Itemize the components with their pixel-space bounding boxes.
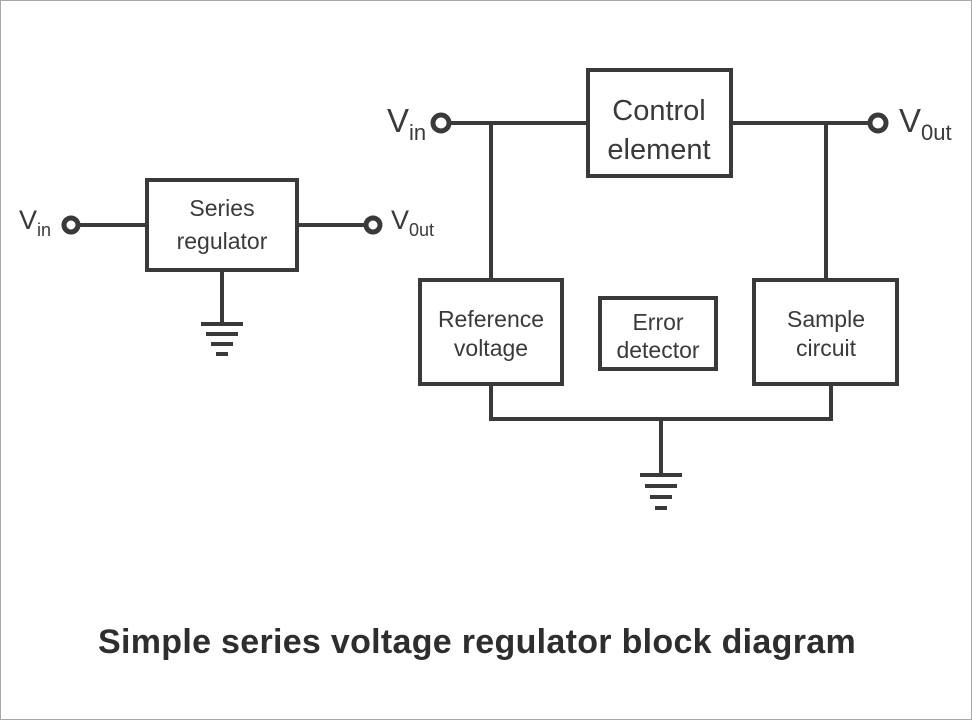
control-element-label-1: Control	[612, 95, 706, 127]
sample-circuit-block	[752, 278, 899, 386]
control-element-label-2: element	[607, 134, 710, 166]
right-vin-sub: in	[409, 120, 426, 145]
right-diagram: Control element Reference voltage Error …	[387, 68, 952, 510]
left-vin-label: Vin	[19, 205, 51, 240]
series-regulator-block	[145, 178, 299, 272]
reference-voltage-label-1: Reference	[438, 306, 544, 332]
error-detector-label-1: Error	[632, 309, 683, 335]
right-ground-symbol	[640, 419, 682, 510]
left-ground-symbol	[201, 270, 243, 356]
right-vout-label: V0ut	[899, 102, 952, 145]
left-vout-label: V0ut	[391, 205, 434, 240]
diagram-caption: Simple series voltage regulator block di…	[98, 623, 856, 661]
right-vout-terminal	[867, 112, 889, 134]
reference-voltage-block	[418, 278, 564, 386]
series-regulator-label-2: regulator	[177, 228, 268, 254]
left-vin-terminal	[61, 215, 81, 235]
control-element-block	[586, 68, 733, 178]
reference-voltage-label-2: voltage	[454, 335, 528, 361]
right-vin-terminal	[430, 112, 452, 134]
error-detector-label-2: detector	[616, 337, 699, 363]
right-vout-sub: 0ut	[921, 120, 952, 145]
right-vout-main: V	[899, 102, 921, 139]
right-vin-label: Vin	[387, 102, 426, 145]
left-vout-sub: 0ut	[409, 220, 434, 240]
series-regulator-label-1: Series	[189, 195, 254, 221]
sample-circuit-label-1: Sample	[787, 306, 865, 332]
sample-circuit-label-2: circuit	[796, 335, 857, 361]
left-vin-sub: in	[37, 220, 51, 240]
error-detector-block	[598, 296, 718, 371]
left-diagram: Series regulator Vin V0ut	[19, 178, 434, 356]
left-vout-main: V	[391, 205, 409, 235]
ground-bus-wire	[489, 384, 833, 421]
left-vin-main: V	[19, 205, 37, 235]
right-vin-main: V	[387, 102, 409, 139]
left-vout-terminal	[363, 215, 383, 235]
